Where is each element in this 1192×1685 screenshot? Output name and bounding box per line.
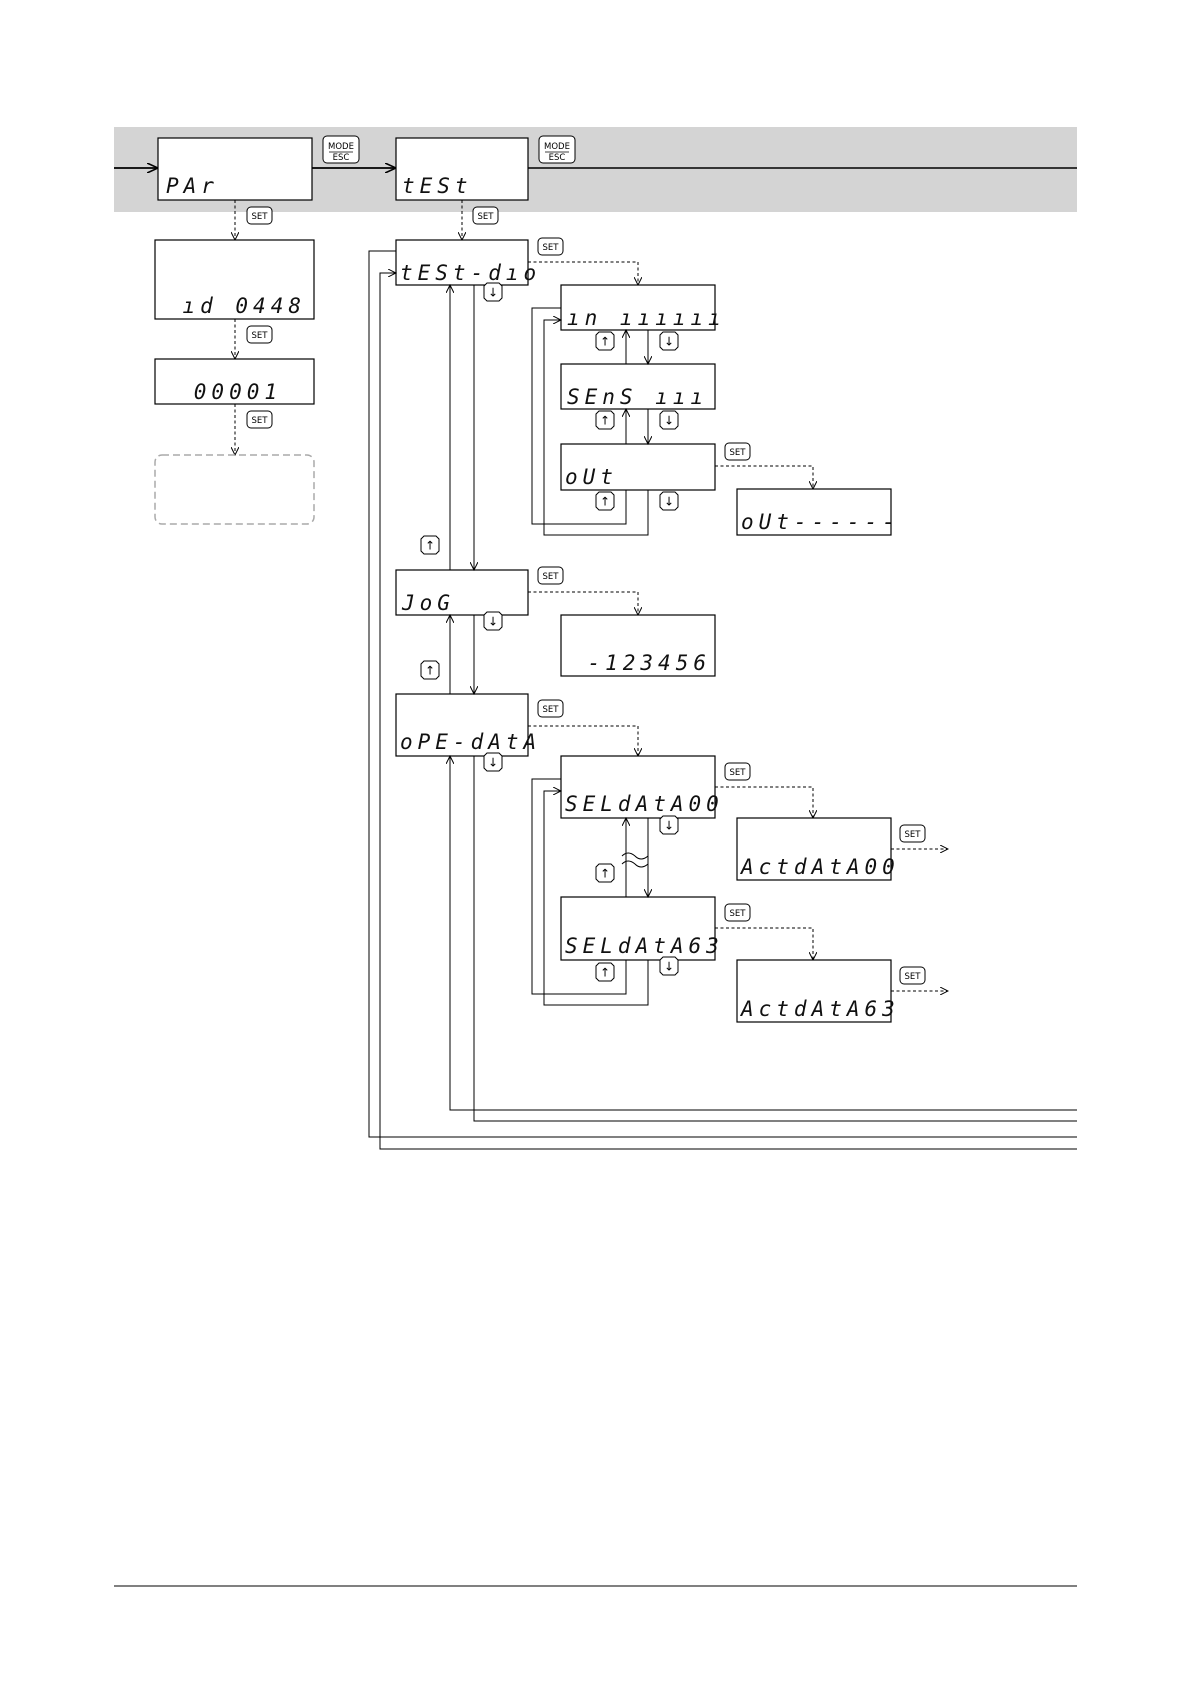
set-key-label: SET <box>252 416 269 426</box>
up-arrow-icon: ↑ <box>425 539 435 553</box>
display-out-detail-text: oUt------ <box>741 510 900 534</box>
mode-label: MODE <box>544 142 570 152</box>
down-arrow-icon: ↓ <box>664 335 674 349</box>
esc-label: ESC <box>549 153 566 163</box>
display-jog-text: JoG <box>401 591 455 615</box>
down-key[interactable]: ↓ <box>484 612 502 630</box>
set-key-label: SET <box>905 830 922 840</box>
up-key[interactable]: ↑ <box>596 411 614 429</box>
set-key-label: SET <box>730 448 747 458</box>
display-number: 00001 <box>155 359 314 404</box>
down-key[interactable]: ↓ <box>660 332 678 350</box>
display-test: tESt <box>396 138 528 200</box>
display-out-detail: oUt------ <box>737 489 900 535</box>
set-key[interactable]: SET <box>247 411 272 428</box>
display-jog: JoG <box>396 570 528 615</box>
up-key[interactable]: ↑ <box>596 963 614 981</box>
display-test-text: tESt <box>402 174 473 198</box>
down-key[interactable]: ↓ <box>660 411 678 429</box>
display-in-text: ın ıııııı <box>567 306 726 330</box>
down-arrow-icon: ↓ <box>664 495 674 509</box>
esc-label: ESC <box>333 153 350 163</box>
set-key[interactable]: SET <box>538 567 563 584</box>
set-key-label: SET <box>543 572 560 582</box>
display-out: oUt <box>561 444 715 490</box>
set-key-label: SET <box>730 768 747 778</box>
down-arrow-icon: ↓ <box>488 286 498 300</box>
display-test-dio-text: tESt-dıo <box>400 261 541 285</box>
set-key-label: SET <box>478 212 495 222</box>
down-arrow-icon: ↓ <box>488 615 498 629</box>
set-key[interactable]: SET <box>725 763 750 780</box>
display-number-text: 00001 <box>194 380 282 404</box>
set-key[interactable]: SET <box>538 700 563 717</box>
up-arrow-icon: ↑ <box>600 414 610 428</box>
display-sel63: SELdAtA63 <box>561 897 724 960</box>
set-key-label: SET <box>252 331 269 341</box>
display-act63-text: ActdAtA63 <box>739 997 900 1021</box>
down-arrow-icon: ↓ <box>664 414 674 428</box>
up-arrow-icon: ↑ <box>425 664 435 678</box>
up-key[interactable]: ↑ <box>421 661 439 679</box>
mode-esc-key-2[interactable]: MODE ESC <box>539 136 575 163</box>
up-arrow-icon: ↑ <box>600 335 610 349</box>
down-key[interactable]: ↓ <box>484 753 502 771</box>
display-sel63-text: SELdAtA63 <box>565 934 724 958</box>
display-par-text: PAr <box>166 174 219 198</box>
display-sens: SEnS ııı <box>561 364 715 409</box>
set-key-label: SET <box>252 212 269 222</box>
set-key-label: SET <box>730 909 747 919</box>
mode-esc-key-1[interactable]: MODE ESC <box>323 136 359 163</box>
display-ope-data-text: oPE-dAtA <box>400 730 541 754</box>
down-arrow-icon: ↓ <box>664 960 674 974</box>
display-out-text: oUt <box>565 465 618 489</box>
set-key[interactable]: SET <box>538 238 563 255</box>
set-key[interactable]: SET <box>247 326 272 343</box>
display-sel00: SELdAtA00 <box>561 756 724 818</box>
down-key[interactable]: ↓ <box>484 283 502 301</box>
display-act63: ActdAtA63 <box>737 960 900 1022</box>
up-arrow-icon: ↑ <box>600 495 610 509</box>
up-key[interactable]: ↑ <box>596 492 614 510</box>
up-key[interactable]: ↑ <box>596 332 614 350</box>
down-key[interactable]: ↓ <box>660 816 678 834</box>
mode-label: MODE <box>328 142 354 152</box>
display-sens-text: SEnS ııı <box>567 385 708 409</box>
down-arrow-icon: ↓ <box>664 819 674 833</box>
display-act00: ActdAtA00 <box>737 818 900 880</box>
display-par: PAr <box>158 138 312 200</box>
display-id: ıd 0448 <box>155 240 314 319</box>
set-key[interactable]: SET <box>725 443 750 460</box>
display-act00-text: ActdAtA00 <box>739 855 900 879</box>
display-sel00-text: SELdAtA00 <box>565 792 724 816</box>
down-key[interactable]: ↓ <box>660 957 678 975</box>
set-key-label: SET <box>905 972 922 982</box>
set-key[interactable]: SET <box>900 967 925 984</box>
placeholder-display <box>155 455 314 524</box>
down-arrow-icon: ↓ <box>488 756 498 770</box>
display-ope-data: oPE-dAtA <box>396 694 541 756</box>
set-key[interactable]: SET <box>247 207 272 224</box>
set-key[interactable]: SET <box>473 207 498 224</box>
set-key-label: SET <box>543 243 560 253</box>
display-id-text: ıd 0448 <box>182 294 306 318</box>
display-in: ın ıııııı <box>561 285 726 330</box>
up-arrow-icon: ↑ <box>600 966 610 980</box>
up-arrow-icon: ↑ <box>600 867 610 881</box>
down-key[interactable]: ↓ <box>660 492 678 510</box>
up-key[interactable]: ↑ <box>421 536 439 554</box>
display-jog-value: -123456 <box>561 615 715 676</box>
set-key-label: SET <box>543 705 560 715</box>
set-key[interactable]: SET <box>900 825 925 842</box>
set-key[interactable]: SET <box>725 904 750 921</box>
up-key[interactable]: ↑ <box>596 864 614 882</box>
display-jog-value-text: -123456 <box>587 651 711 675</box>
display-test-dio: tESt-dıo <box>396 240 541 285</box>
